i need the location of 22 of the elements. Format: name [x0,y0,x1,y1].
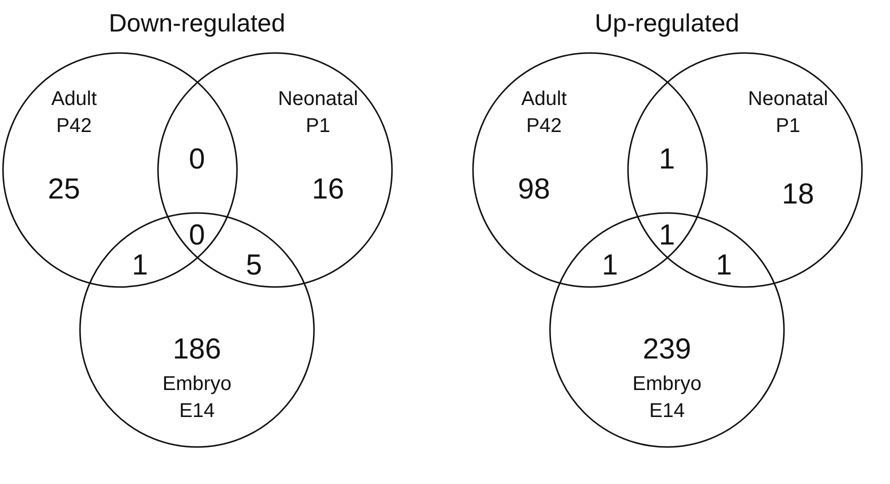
count-label: 0 [188,220,206,252]
count-label: 16 [312,174,344,206]
panel-title: Up-regulated [594,10,740,38]
count-label: 1 [658,144,676,176]
set-label: Embryo E14 [632,372,702,424]
count-label: 1 [132,250,148,282]
count-label: 1 [658,220,676,252]
set-label: Neonatal P1 [276,87,360,139]
count-label: 1 [602,250,618,282]
count-label: 1 [716,250,732,282]
count-label: 18 [782,178,814,212]
set-label: Adult P42 [520,87,568,139]
set-label: Embryo E14 [162,372,232,424]
count-label: 239 [642,334,692,366]
set-label: Adult P42 [50,87,98,139]
panel-title: Down-regulated [108,10,286,38]
count-label: 0 [188,144,206,176]
count-label: 5 [246,250,262,282]
set-label: Neonatal P1 [746,87,830,139]
count-label: 25 [48,174,80,206]
count-label: 186 [172,334,222,366]
count-label: 98 [518,174,550,206]
